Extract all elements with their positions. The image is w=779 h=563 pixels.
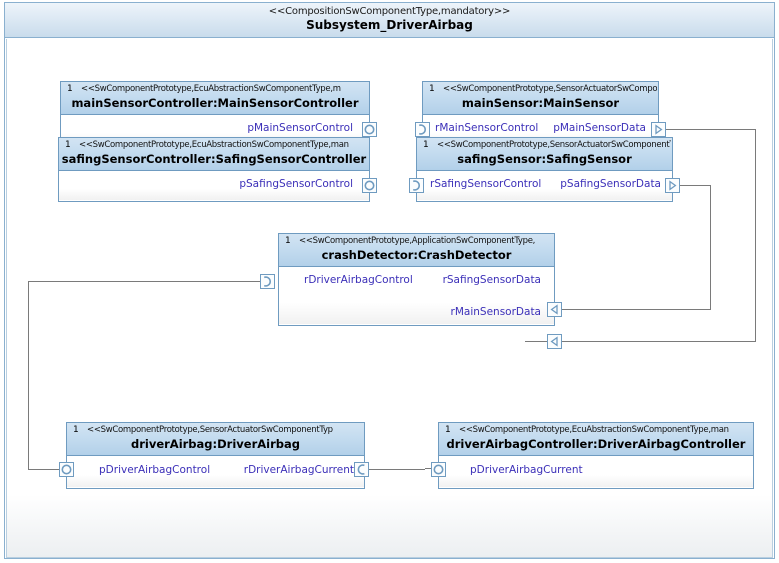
composition-stereotype: <<CompositionSwComponentType,mandatory>> [268,6,511,17]
port-label-pSafingSensorData: pSafingSensorData [560,178,661,190]
component-multiplicity: 1 [445,425,451,435]
component-multiplicity: 1 [285,236,291,246]
component-crashDetector[interactable]: 1 <<SwComponentPrototype,ApplicationSwCo… [278,233,555,326]
connector-line [28,281,260,282]
component-name: safingSensor:SafingSensor [457,152,632,166]
component-body: pDriverAirbagCurrent [439,456,753,487]
arrow-right-port-icon[interactable] [665,178,680,193]
component-header: 1 <<SwComponentPrototype,ApplicationSwCo… [279,234,554,267]
connector-line [651,129,756,130]
component-safingSensorController[interactable]: 1 <<SwComponentPrototype,EcuAbstractionS… [58,137,370,202]
arrow-left-port-icon[interactable] [547,302,562,317]
connector-line [665,185,711,186]
port-label-rSafingSensorControl: rSafingSensorControl [430,178,542,190]
component-header: 1 <<SwComponentPrototype,SensorActuatorS… [417,138,672,171]
ball-port-icon[interactable] [59,462,74,477]
arrow-right-port-icon[interactable] [651,122,666,137]
port-label-pMainSensorControl: pMainSensorControl [247,122,353,134]
connector-line [368,469,425,470]
port-label-rMainSensorControl: rMainSensorControl [435,122,539,134]
component-header: 1 <<SwComponentPrototype,SensorActuatorS… [67,423,364,456]
socket-port-icon[interactable] [409,178,424,193]
ball-port-icon[interactable] [431,462,446,477]
port-label-pMainSensorData: pMainSensorData [553,122,646,134]
component-name: driverAirbagController:DriverAirbagContr… [446,437,746,451]
component-stereotype: <<SwComponentPrototype,EcuAbstractionSwC… [459,425,729,435]
port-label-pSafingSensorControl: pSafingSensorControl [239,178,353,190]
component-stereotype: <<SwComponentPrototype,SensorActuatorSwC… [437,140,671,150]
diagram-drawing-area[interactable]: 1 <<SwComponentPrototype,EcuAbstractionS… [6,39,773,558]
port-label-pDriverAirbagControl: pDriverAirbagControl [99,464,211,476]
component-stereotype: <<SwComponentPrototype,SensorActuatorSwC… [443,84,657,94]
component-multiplicity: 1 [423,140,429,150]
port-label-pDriverAirbagCurrent: pDriverAirbagCurrent [470,464,583,476]
port-label-rDriverAirbagCurrent: rDriverAirbagCurrent [243,464,354,476]
component-multiplicity: 1 [73,425,79,435]
component-body: rSafingSensorControl pSafingSensorData [417,171,672,200]
component-header: 1 <<SwComponentPrototype,EcuAbstractionS… [59,138,369,171]
port-label-rDriverAirbagControl: rDriverAirbagControl [304,274,413,286]
component-body: pSafingSensorControl [59,171,369,200]
connector-line [755,129,756,341]
socket-port-icon[interactable] [415,122,430,137]
component-name: mainSensor:MainSensor [461,96,620,110]
component-multiplicity: 1 [65,140,71,150]
component-safingSensor[interactable]: 1 <<SwComponentPrototype,SensorActuatorS… [416,137,673,202]
component-header: 1 <<SwComponentPrototype,EcuAbstractionS… [439,423,753,456]
connector-line [525,341,756,342]
connector-line [525,309,711,310]
socket-port-icon[interactable] [354,462,369,477]
component-name: crashDetector:CrashDetector [321,248,512,262]
connector-line [28,469,66,470]
component-stereotype: <<SwComponentPrototype,ApplicationSwComp… [299,236,536,246]
component-driverAirbagController[interactable]: 1 <<SwComponentPrototype,EcuAbstractionS… [438,422,754,489]
component-multiplicity: 1 [67,84,73,94]
port-label-rMainSensorData: rMainSensorData [450,306,541,318]
component-body: rDriverAirbagControl rSafingSensorData r… [279,267,554,324]
component-name: driverAirbag:DriverAirbag [130,437,300,451]
composition-title: Subsystem_DriverAirbag [306,18,473,32]
component-body: pDriverAirbagControl rDriverAirbagCurren… [67,456,364,487]
port-label-rSafingSensorData: rSafingSensorData [442,274,541,286]
component-name: mainSensorController:MainSensorControlle… [71,96,359,110]
connector-line [710,185,711,310]
composition-frame: <<CompositionSwComponentType,mandatory>>… [4,2,775,559]
socket-port-icon[interactable] [260,274,275,289]
component-header: 1 <<SwComponentPrototype,SensorActuatorS… [423,82,658,115]
ball-port-icon[interactable] [362,122,377,137]
composition-header: <<CompositionSwComponentType,mandatory>>… [5,3,774,38]
ball-port-icon[interactable] [362,178,377,193]
component-header: 1 <<SwComponentPrototype,EcuAbstractionS… [61,82,369,115]
arrow-left-port-icon[interactable] [547,334,562,349]
component-stereotype: <<SwComponentPrototype,EcuAbstractionSwC… [79,140,349,150]
component-name: safingSensorController:SafingSensorContr… [61,152,367,166]
component-multiplicity: 1 [429,84,435,94]
component-stereotype: <<SwComponentPrototype,EcuAbstractionSwC… [81,84,341,94]
component-driverAirbag[interactable]: 1 <<SwComponentPrototype,SensorActuatorS… [66,422,365,489]
component-stereotype: <<SwComponentPrototype,SensorActuatorSwC… [87,425,333,435]
connector-line [28,281,29,470]
